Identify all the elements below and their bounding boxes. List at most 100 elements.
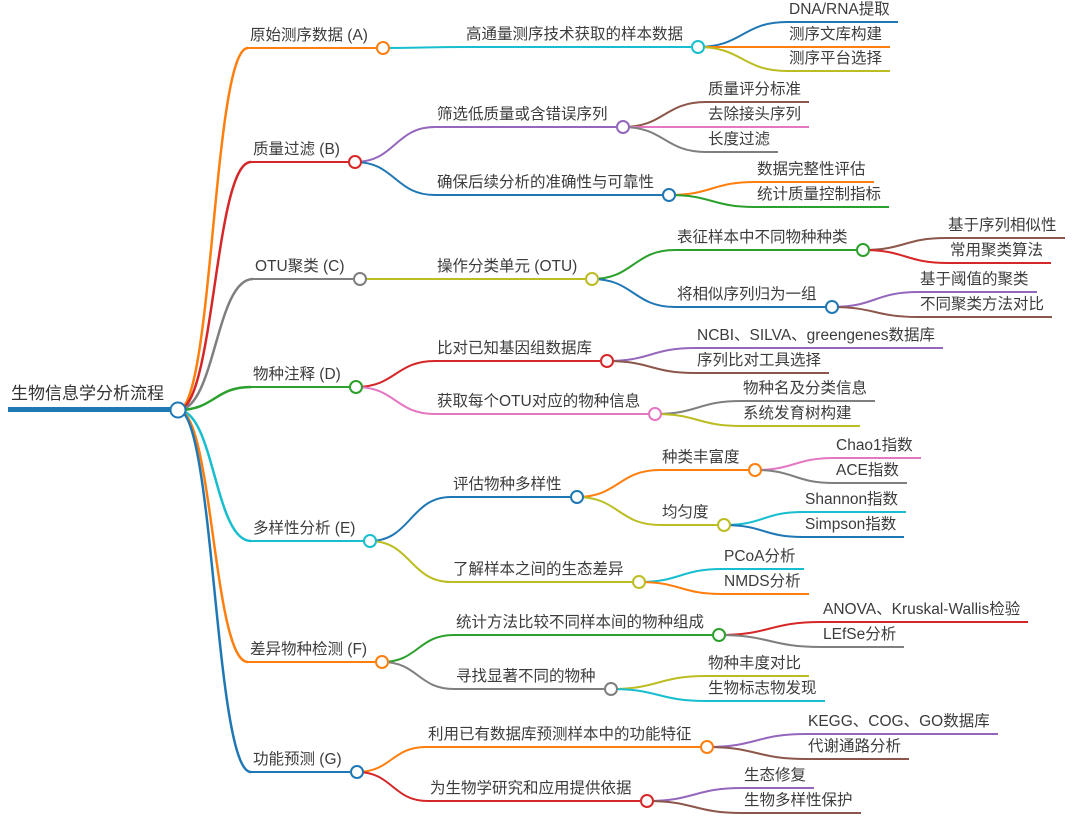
mindmap-node: 原始测序数据 (A) bbox=[248, 26, 376, 49]
link-path bbox=[862, 249, 949, 264]
link-path bbox=[754, 469, 835, 484]
link-path bbox=[177, 46, 249, 412]
mindmap-node: 差异物种检测 (F) bbox=[248, 640, 376, 663]
collapse-circle-icon[interactable] bbox=[353, 272, 367, 286]
collapse-circle-icon[interactable] bbox=[570, 490, 584, 504]
mindmap-node: 物种名及分类信息 bbox=[741, 379, 876, 402]
mindmap-node: 物种丰度对比 bbox=[706, 654, 810, 677]
mindmap-node: KEGG、COG、GO数据库 bbox=[806, 712, 998, 735]
link-path bbox=[606, 360, 696, 374]
mindmap-node: NMDS分析 bbox=[722, 572, 809, 595]
collapse-circle-icon[interactable] bbox=[856, 243, 870, 257]
link-path bbox=[831, 306, 919, 318]
link-path bbox=[668, 181, 756, 196]
collapse-circle-icon[interactable] bbox=[712, 628, 726, 642]
link-path bbox=[723, 511, 804, 526]
mindmap-node: 统计质量控制指标 bbox=[755, 185, 890, 208]
collapse-circle-icon[interactable] bbox=[348, 155, 362, 169]
link-path bbox=[610, 675, 707, 690]
mindmap-node: 获取每个OTU对应的物种信息 bbox=[435, 392, 649, 415]
link-path bbox=[706, 746, 807, 760]
mindmap-node: 质量评分标准 bbox=[706, 80, 810, 103]
mindmap-node: 表征样本中不同物种种类 bbox=[675, 228, 856, 251]
collapse-circle-icon[interactable] bbox=[748, 463, 762, 477]
mindmap-node: 生态修复 bbox=[742, 766, 815, 789]
collapse-circle-icon[interactable] bbox=[585, 272, 599, 286]
link-path bbox=[622, 126, 707, 153]
mindmap-node: 测序平台选择 bbox=[787, 49, 891, 72]
collapse-circle-icon[interactable] bbox=[376, 41, 390, 55]
collapse-circle-icon[interactable] bbox=[691, 40, 705, 54]
mindmap-node: 物种注释 (D) bbox=[251, 365, 349, 388]
mindmap-node: NCBI、SILVA、greengenes数据库 bbox=[695, 326, 944, 349]
link-path bbox=[177, 160, 252, 412]
link-path bbox=[177, 408, 249, 664]
mindmap-node: 长度过滤 bbox=[706, 130, 779, 153]
mindmap-node: 系统发育树构建 bbox=[741, 404, 860, 427]
link-path bbox=[654, 413, 742, 427]
collapse-circle-icon[interactable] bbox=[632, 575, 646, 589]
mindmap-node: 利用已有数据库预测样本中的功能特征 bbox=[426, 725, 700, 748]
collapse-circle-icon[interactable] bbox=[648, 407, 662, 421]
link-path bbox=[177, 408, 252, 774]
collapse-circle-icon[interactable] bbox=[640, 794, 654, 808]
link-path bbox=[638, 581, 723, 595]
link-path bbox=[355, 360, 436, 388]
mindmap-node: 高通量测序技术获取的样本数据 bbox=[464, 25, 692, 48]
link-path bbox=[354, 126, 436, 163]
mindmap-node: 寻找显著不同的物种 bbox=[454, 667, 604, 690]
collapse-circle-icon[interactable] bbox=[375, 655, 389, 669]
mindmap-node: 生物标志物发现 bbox=[706, 679, 825, 702]
link-path bbox=[369, 496, 452, 542]
collapse-circle-icon[interactable] bbox=[700, 740, 714, 754]
link-path bbox=[718, 621, 822, 636]
mindmap-node: 功能预测 (G) bbox=[251, 750, 350, 773]
mindmap-node: 代谢通路分析 bbox=[806, 737, 910, 760]
collapse-circle-icon[interactable] bbox=[350, 765, 364, 779]
link-path bbox=[697, 21, 788, 48]
mindmap-node: LEfSe分析 bbox=[821, 625, 905, 648]
mindmap-node: 常用聚类算法 bbox=[948, 241, 1052, 264]
link-path bbox=[697, 46, 788, 72]
mindmap-node: 测序文库构建 bbox=[787, 25, 891, 48]
mindmap-node: 确保后续分析的准确性与可靠性 bbox=[435, 173, 663, 196]
link-path bbox=[706, 733, 807, 748]
mindmap-node: 种类丰富度 bbox=[660, 448, 748, 471]
link-path bbox=[356, 746, 427, 773]
mindmap-node: 生物多样性保护 bbox=[742, 791, 861, 814]
mindmap-node: 比对已知基因组数据库 bbox=[435, 339, 601, 362]
mindmap-node: 基于阈值的聚类 bbox=[918, 270, 1037, 293]
mindmap-node: ANOVA、Kruskal-Wallis检验 bbox=[821, 600, 1029, 623]
mindmap-node: ACE指数 bbox=[834, 461, 907, 484]
mindmap-node: 统计方法比较不同样本间的物种组成 bbox=[454, 613, 713, 636]
mindmap-node: PCoA分析 bbox=[722, 547, 804, 570]
collapse-circle-icon[interactable] bbox=[604, 682, 618, 696]
collapse-circle-icon[interactable] bbox=[662, 188, 676, 202]
link-path bbox=[831, 291, 919, 308]
link-path bbox=[754, 457, 835, 471]
mindmap-node: 了解样本之间的生态差异 bbox=[451, 560, 632, 583]
link-path bbox=[862, 237, 947, 251]
link-path bbox=[622, 101, 707, 128]
collapse-circle-icon[interactable] bbox=[825, 300, 839, 314]
collapse-circle-icon[interactable] bbox=[349, 380, 363, 394]
link-path bbox=[382, 46, 465, 49]
link-path bbox=[606, 347, 696, 362]
collapse-circle-icon[interactable] bbox=[169, 401, 187, 419]
mindmap-node: OTU聚类 (C) bbox=[253, 257, 353, 280]
link-path bbox=[610, 688, 707, 702]
collapse-circle-icon[interactable] bbox=[616, 120, 630, 134]
collapse-circle-icon[interactable] bbox=[600, 354, 614, 368]
mindmap-node: 质量过滤 (B) bbox=[251, 140, 348, 163]
collapse-circle-icon[interactable] bbox=[363, 534, 377, 548]
link-path bbox=[591, 278, 676, 308]
mindmap-node: 去除接头序列 bbox=[706, 105, 810, 128]
link-path bbox=[576, 469, 661, 498]
mindmap-node: 评估物种多样性 bbox=[451, 475, 570, 498]
collapse-circle-icon[interactable] bbox=[717, 518, 731, 532]
link-path bbox=[369, 540, 452, 583]
root-node: 生物信息学分析流程 bbox=[8, 382, 171, 412]
mindmap-node: 操作分类单元 (OTU) bbox=[435, 257, 586, 280]
link-path bbox=[381, 634, 455, 663]
